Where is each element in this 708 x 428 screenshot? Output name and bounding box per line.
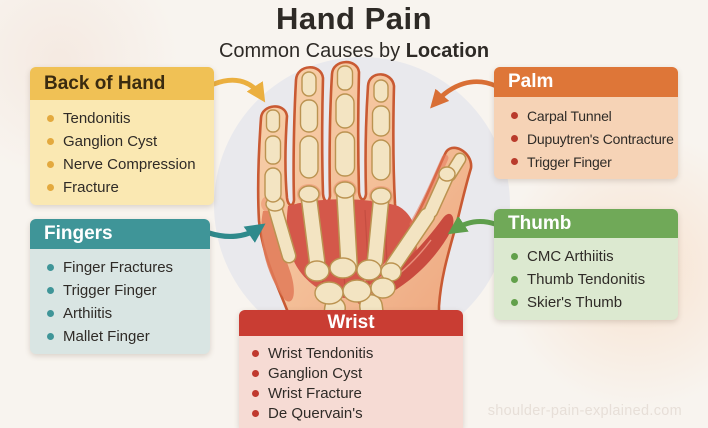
list-item: Trigger Finger: [30, 279, 210, 302]
list-item: Ganglion Cyst: [30, 130, 214, 153]
list-item: Skier's Thumb: [494, 291, 678, 314]
list-item: Carpal Tunnel: [494, 104, 678, 127]
list-item: Dupuytren's Contracture: [494, 127, 678, 150]
back-of-hand-arrow-icon: [211, 77, 266, 103]
subtitle-prefix: Common Causes by: [218, 40, 406, 62]
list-item: Fracture: [30, 176, 214, 199]
fingers-arrow-icon: [206, 223, 266, 243]
bullet-icon: [47, 333, 54, 340]
bullet-icon: [47, 264, 54, 271]
bullet-icon: [511, 158, 518, 165]
list-item: Arthiitis: [30, 302, 210, 325]
list-item-label: Trigger Finger: [63, 282, 157, 299]
list-item-label: Wrist Fracture: [268, 384, 362, 402]
list-item-label: Ganglion Cyst: [63, 133, 158, 150]
fingers-box-header: Fingers: [30, 219, 210, 249]
list-item: Mallet Finger: [30, 325, 210, 348]
bullet-icon: [511, 299, 518, 306]
list-item: CMC Arthiitis: [494, 245, 678, 268]
bullet-icon: [252, 409, 259, 417]
list-item-label: Fracture: [63, 179, 119, 196]
list-item-label: De Quervain's: [268, 404, 363, 422]
bullet-icon: [511, 135, 518, 142]
list-item-label: Ganglion Cyst: [268, 364, 363, 382]
list-item-label: Finger Fractures: [63, 259, 174, 276]
wrist-box-header: Wrist: [239, 310, 463, 336]
list-item-label: Dupuytren's Contracture: [527, 130, 674, 147]
page-title: Hand Pain: [275, 1, 433, 36]
list-item-label: Skier's Thumb: [527, 294, 623, 311]
bullet-icon: [47, 287, 54, 294]
bullet-icon: [511, 112, 518, 119]
list-item-label: Mallet Finger: [63, 328, 150, 345]
list-item: Thumb Tendonitis: [494, 268, 678, 291]
bullet-icon: [511, 276, 518, 283]
palm-arrow-icon: [430, 79, 499, 109]
thumb-arrow-icon: [447, 217, 498, 235]
subtitle-bold: Location: [405, 40, 490, 62]
list-item-label: Wrist Tendonitis: [268, 344, 374, 362]
list-item-label: Nerve Compression: [63, 156, 196, 173]
list-item-label: Tendonitis: [63, 110, 131, 127]
list-item: Wrist Tendonitis: [239, 343, 463, 363]
bullet-icon: [47, 161, 54, 168]
list-item: Nerve Compression: [30, 153, 214, 176]
page-subtitle: Common Causes by Location: [0, 40, 708, 63]
bullet-icon: [47, 115, 54, 122]
bullet-icon: [47, 184, 54, 191]
bullet-icon: [511, 253, 518, 260]
list-item: Finger Fractures: [30, 256, 210, 279]
bullet-icon: [252, 349, 259, 357]
watermark: shoulder-pain-explained.com: [487, 403, 682, 419]
bullet-icon: [252, 389, 259, 397]
thumb-box-header: Thumb: [494, 209, 678, 238]
bullet-icon: [47, 310, 54, 317]
list-item: Ganglion Cyst: [239, 363, 463, 383]
bullet-icon: [252, 369, 259, 377]
list-item-label: Trigger Finger: [527, 153, 612, 170]
list-item: Trigger Finger: [494, 150, 678, 173]
list-item-label: Carpal Tunnel: [527, 107, 612, 124]
palm-box-header: Palm: [494, 67, 678, 97]
back-of-hand-box-header: Back of Hand: [30, 67, 214, 100]
title-block: Hand Pain Common Causes by Location: [0, 0, 708, 63]
list-item-label: CMC Arthiitis: [527, 248, 614, 265]
list-item-label: Thumb Tendonitis: [527, 271, 646, 288]
list-item-label: Arthiitis: [63, 305, 113, 322]
list-item: Wrist Fracture: [239, 383, 463, 403]
list-item: Tendonitis: [30, 107, 214, 130]
list-item: De Quervain's: [239, 403, 463, 423]
bullet-icon: [47, 138, 54, 145]
